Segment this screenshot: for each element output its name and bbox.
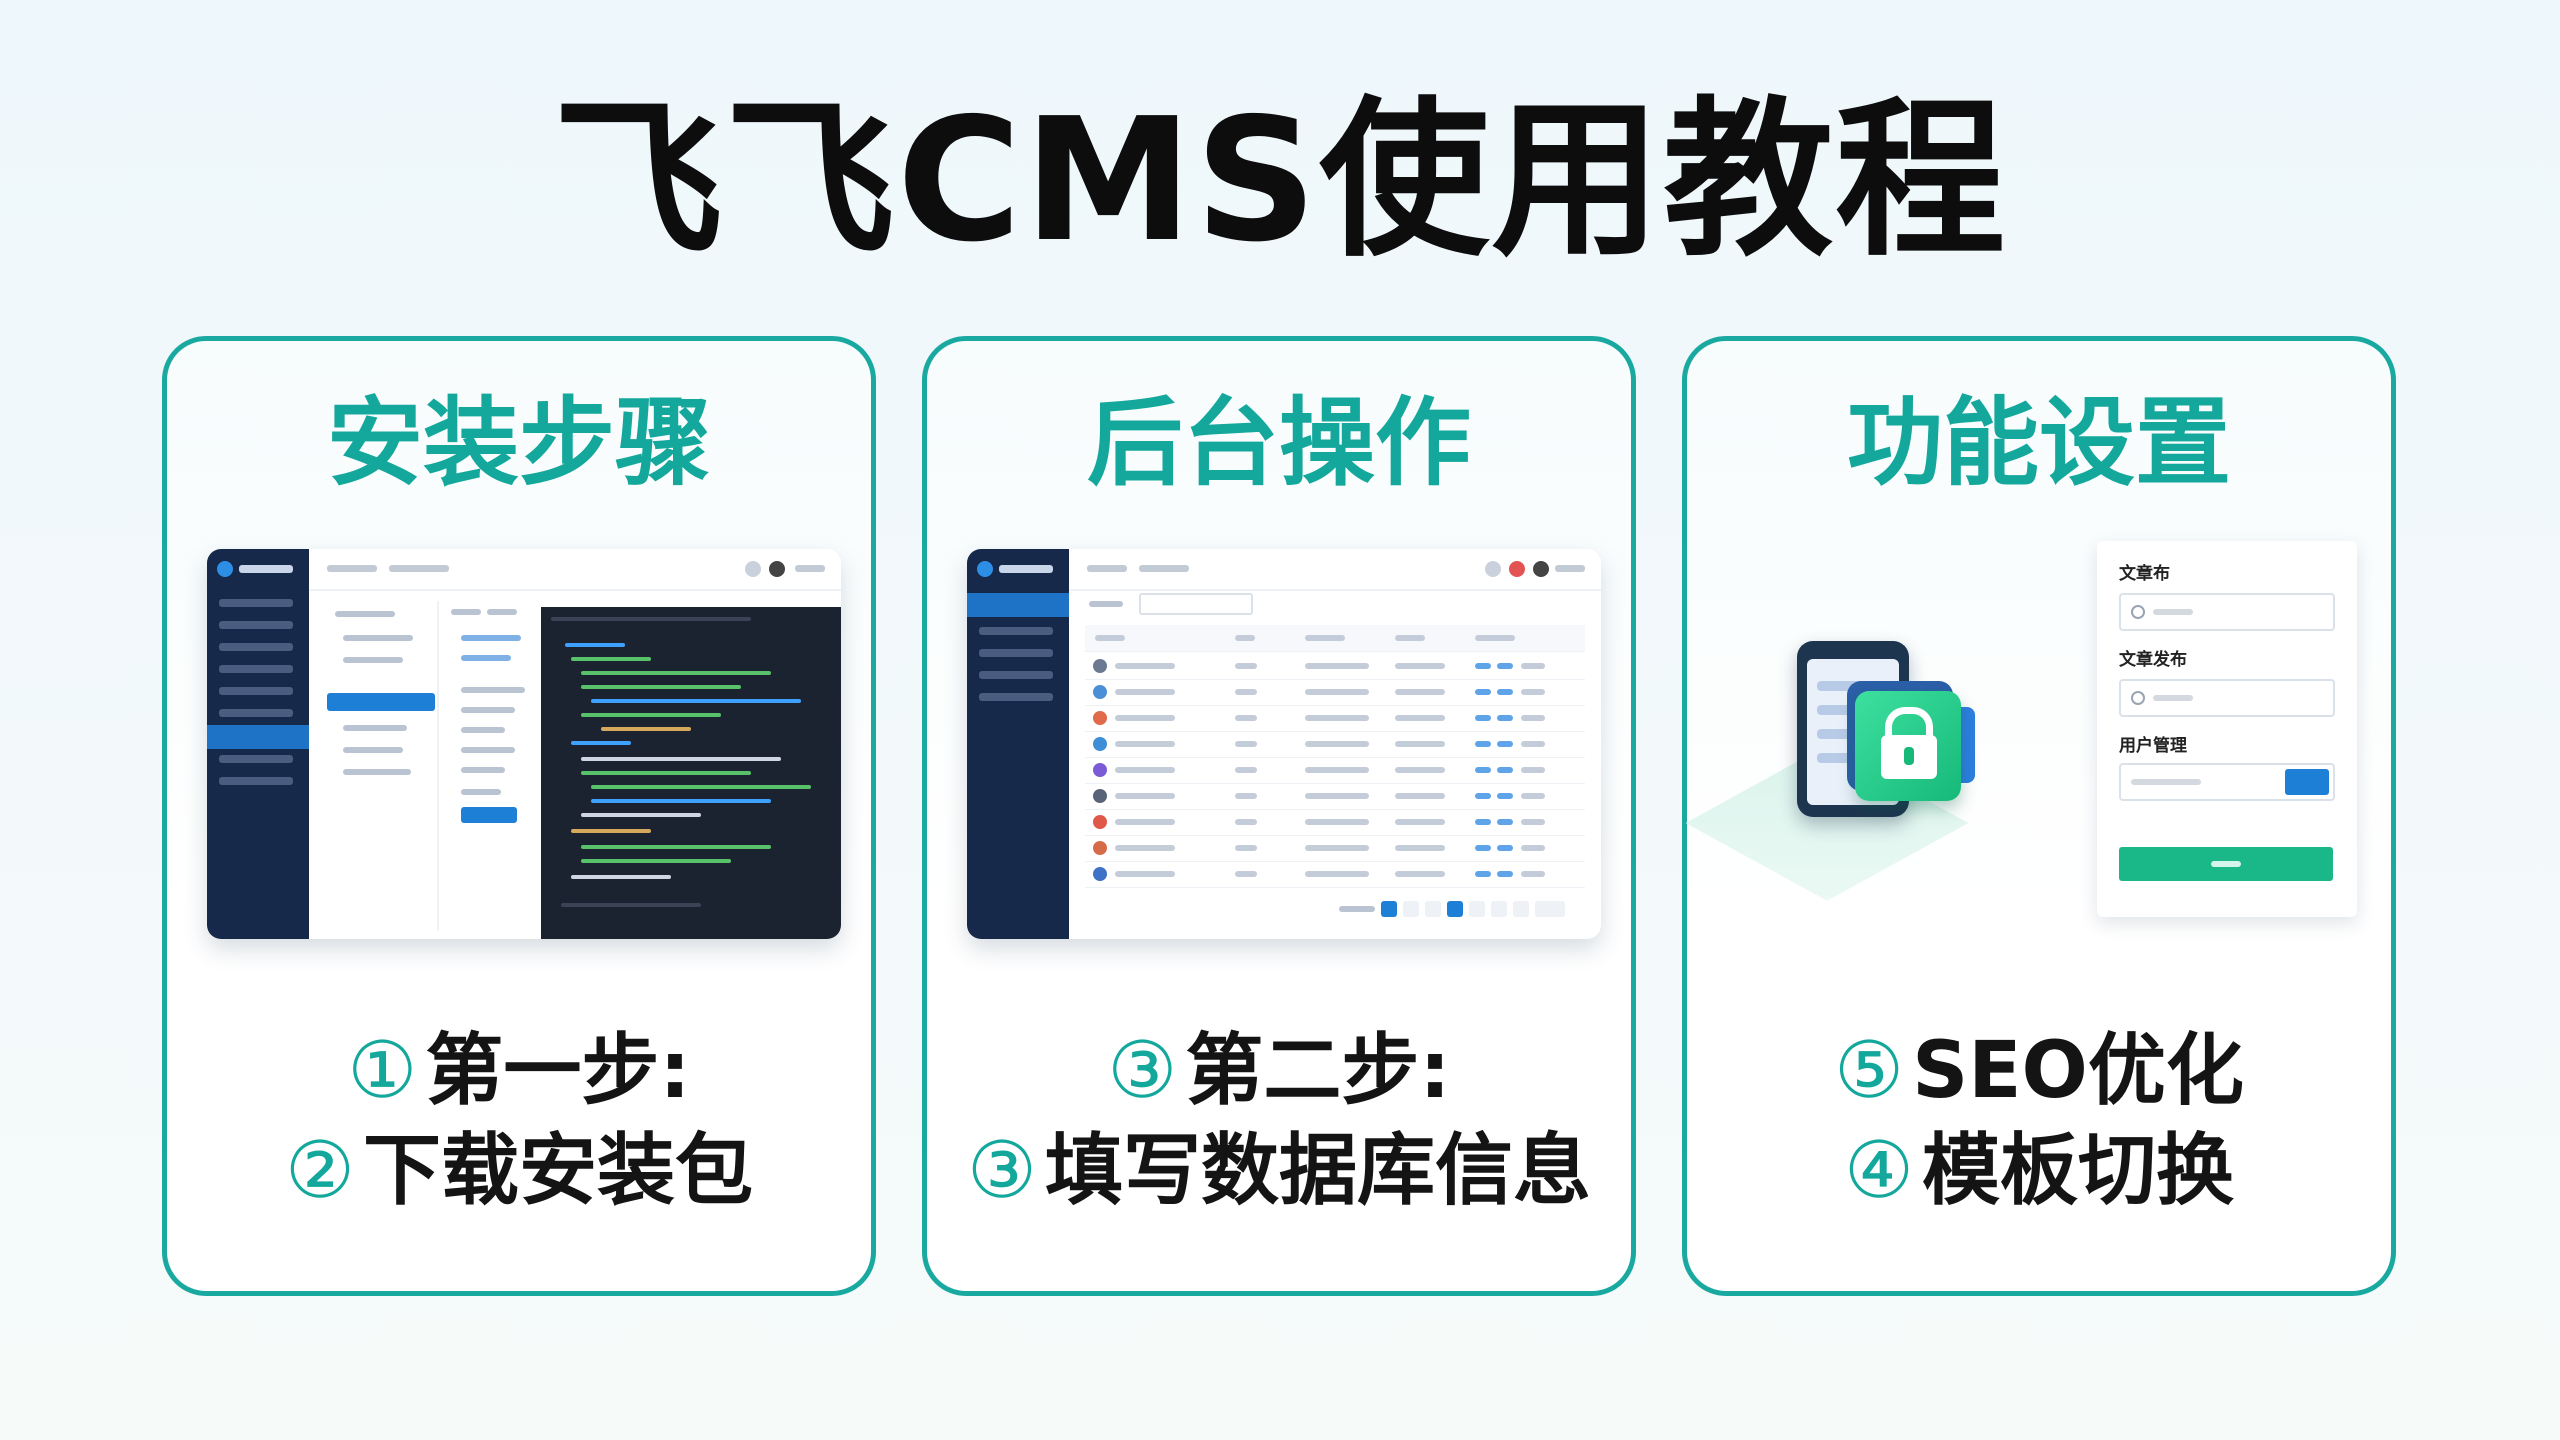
filter-select (1139, 593, 1253, 615)
step-number: ③ (967, 1126, 1037, 1216)
step-text: 第一步: (425, 1026, 691, 1116)
admin-topbar (1069, 549, 1601, 591)
title-input (2119, 593, 2335, 631)
table-row (1085, 835, 1585, 862)
card-install-steps: 安装步骤 (162, 336, 876, 1296)
settings-illustration: 文章布 文章发布 用户管理 (1685, 541, 2391, 961)
table-row (1085, 731, 1585, 758)
publish-input (2119, 679, 2335, 717)
table-row (1085, 705, 1585, 732)
step-text: SEO优化 (1912, 1026, 2244, 1116)
user-input (2119, 763, 2335, 801)
logo-icon (217, 559, 297, 579)
step-text: 填写数据库信息 (1044, 1126, 1591, 1216)
install-screenshot (207, 549, 841, 939)
form-label: 用户管理 (2119, 736, 2187, 756)
table-row (1085, 679, 1585, 706)
table-row (1085, 809, 1585, 836)
confirm-button (2285, 769, 2329, 795)
admin-sidebar (967, 549, 1069, 939)
step-number: ④ (1844, 1126, 1914, 1216)
avatar (1533, 561, 1549, 577)
table-row (1085, 757, 1585, 784)
page-title: 飞飞CMS使用教程 (552, 82, 2008, 280)
card-title: 功能设置 (1847, 387, 2231, 499)
step-text: 第二步: (1185, 1026, 1451, 1116)
admin-sidebar (207, 549, 309, 939)
form-label: 文章发布 (2119, 650, 2187, 670)
search-icon (2131, 605, 2145, 619)
settings-form: 文章布 文章发布 用户管理 (2097, 541, 2357, 917)
admin-topbar (309, 549, 841, 591)
admin-screenshot (967, 549, 1601, 939)
card-title: 后台操作 (1087, 387, 1471, 499)
lock-icon (1855, 691, 1961, 801)
submit-button (2119, 847, 2333, 881)
file-icon (2131, 691, 2145, 705)
step-number: ⑤ (1834, 1026, 1905, 1116)
step-number: ① (347, 1026, 418, 1116)
code-editor (541, 607, 841, 939)
table-row (1085, 861, 1585, 888)
install-button (461, 807, 517, 823)
form-label: 文章布 (2119, 564, 2170, 584)
table-row (1085, 653, 1585, 680)
step-text: 下载安装包 (362, 1126, 753, 1216)
step-number: ② (285, 1126, 355, 1216)
logo-icon (977, 559, 1057, 579)
step-text: 模板切换 (1921, 1126, 2234, 1216)
card-title: 安装步骤 (327, 387, 711, 499)
avatar (769, 561, 785, 577)
step-number: ③ (1107, 1026, 1178, 1116)
table-row (1085, 783, 1585, 810)
